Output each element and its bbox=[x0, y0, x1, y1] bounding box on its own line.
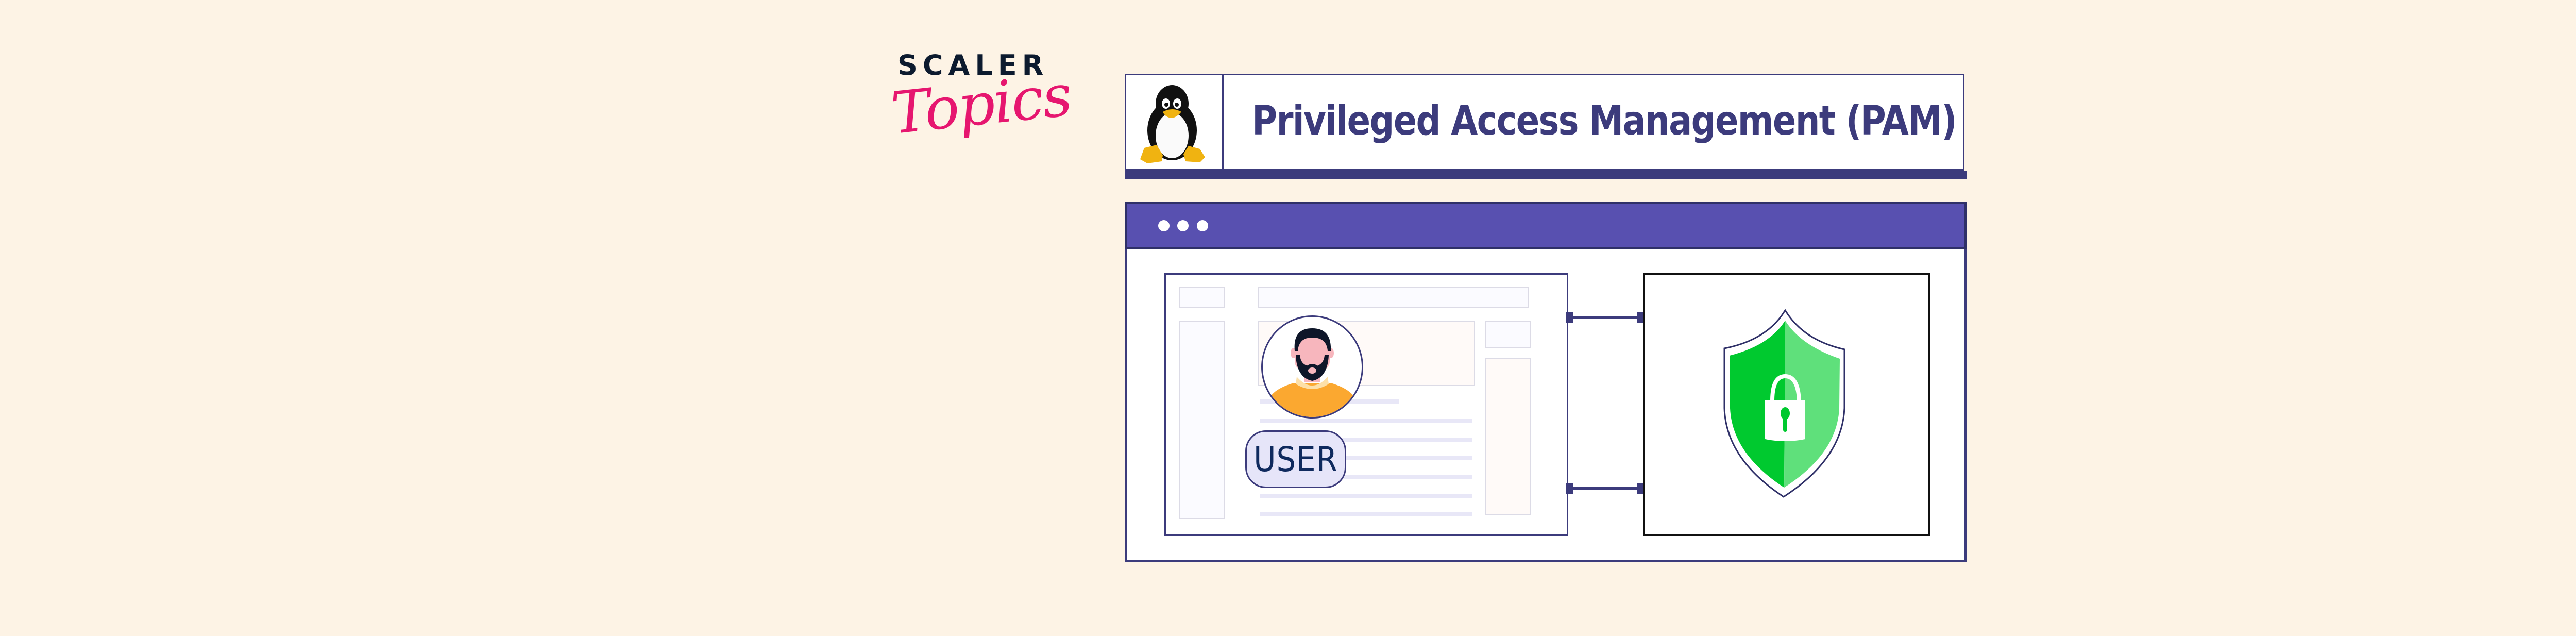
connector-line-top bbox=[1571, 316, 1643, 319]
connector-node bbox=[1566, 312, 1573, 323]
shield-lock-icon bbox=[1723, 309, 1845, 498]
placeholder-line bbox=[1260, 475, 1472, 479]
window-dot-icon bbox=[1158, 220, 1170, 231]
placeholder-block bbox=[1258, 287, 1529, 308]
placeholder-block bbox=[1485, 321, 1531, 348]
security-panel bbox=[1643, 273, 1930, 536]
brand-scaler-text: SCALER bbox=[897, 49, 1049, 81]
page-title: Privileged Access Management (PAM) bbox=[1252, 98, 1957, 144]
placeholder-line bbox=[1260, 456, 1472, 460]
penguin-cell bbox=[1125, 74, 1224, 171]
title-card-underline bbox=[1125, 171, 1967, 179]
connector-node bbox=[1637, 312, 1644, 323]
placeholder-line bbox=[1260, 512, 1472, 516]
placeholder-block bbox=[1179, 287, 1225, 308]
connector-node bbox=[1637, 483, 1644, 494]
placeholder-sidebar-right bbox=[1485, 358, 1531, 515]
connector-line-bottom bbox=[1571, 487, 1643, 490]
title-card bbox=[1125, 74, 1964, 171]
window-titlebar bbox=[1125, 202, 1967, 249]
user-label-badge: USER bbox=[1245, 430, 1346, 488]
window-dot-icon bbox=[1197, 220, 1208, 231]
placeholder-line bbox=[1260, 438, 1472, 442]
connector-node bbox=[1566, 483, 1573, 494]
user-label-text: USER bbox=[1253, 439, 1338, 479]
placeholder-line bbox=[1260, 419, 1472, 423]
user-avatar-icon bbox=[1269, 328, 1357, 417]
window-dot-icon bbox=[1177, 220, 1189, 231]
avatar bbox=[1261, 315, 1363, 419]
placeholder-sidebar bbox=[1179, 321, 1225, 519]
linux-penguin-icon bbox=[1140, 85, 1205, 163]
placeholder-line bbox=[1260, 494, 1472, 498]
